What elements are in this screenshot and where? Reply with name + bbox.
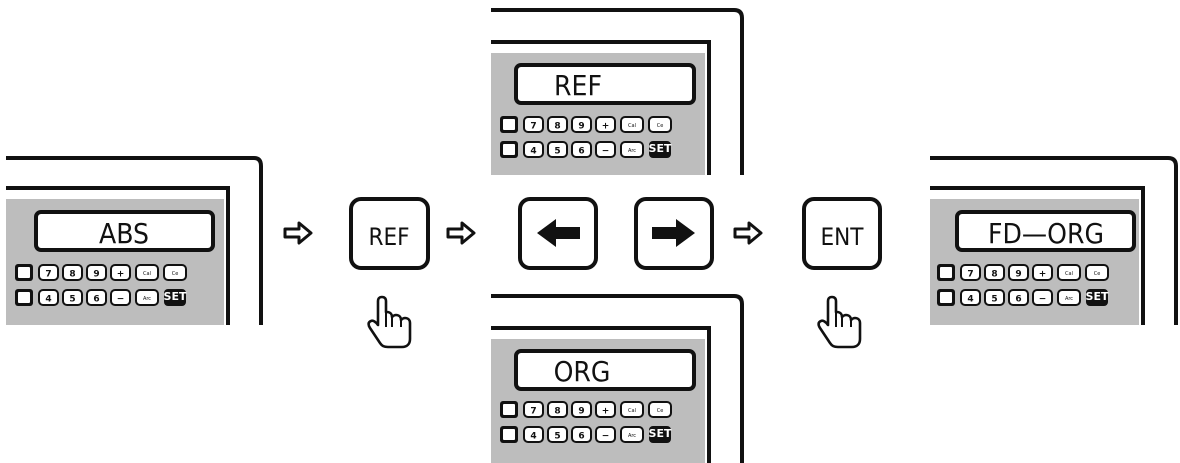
keypad-key-label: Arc (1065, 296, 1073, 302)
arrow-right-icon (652, 219, 695, 247)
keypad-key-label: 9 (578, 122, 584, 132)
keypad-key-label: − (117, 295, 125, 305)
keypad-key-label: 5 (69, 295, 75, 305)
keypad-key-label: Cal (143, 271, 151, 277)
keypad-key-label: 7 (530, 122, 536, 132)
ref-button[interactable]: REF (349, 197, 430, 270)
pointing-hand-icon (367, 295, 412, 349)
display-screen (955, 210, 1136, 252)
arrow-left-icon (537, 219, 580, 247)
keypad-key-label: 5 (554, 147, 560, 157)
keypad-key-label: + (602, 122, 610, 132)
keypad-key-label: 8 (554, 122, 560, 132)
flow-arrow-icon (733, 221, 763, 245)
keypad-key-label: 9 (93, 270, 99, 280)
keypad-key-label: 7 (967, 270, 973, 280)
display-text: REF (554, 69, 602, 102)
keypad-key-label: 7 (530, 407, 536, 417)
keypad-key-label: Cal (628, 408, 636, 414)
keypad-key-label: X (505, 404, 514, 417)
keypad-key-label: 6 (578, 432, 584, 442)
keypad-key-label: Y (504, 429, 514, 442)
keypad-key-label: Cal (1065, 271, 1073, 277)
keypad-key-label: Y (19, 292, 29, 305)
right-arrow-button[interactable] (634, 197, 714, 270)
keypad-key-label: 4 (45, 295, 51, 305)
flow-arrow-icon (283, 221, 313, 245)
keypad-key-label: 8 (69, 270, 75, 280)
keypad-key-label: 5 (991, 295, 997, 305)
display-screen (514, 349, 696, 391)
keypad-key-label: SET (649, 427, 672, 440)
keypad-key-label: Ce (1094, 271, 1101, 277)
panel-org: ORG (491, 294, 744, 463)
panel-fd-org: FD—ORG (930, 156, 1178, 325)
display-screen (514, 63, 696, 105)
flow-arrow-icon (446, 221, 476, 245)
panel-abs: ABS (6, 156, 263, 325)
display-text: ORG (554, 355, 611, 388)
keypad-key-label: X (942, 267, 951, 280)
ent-button[interactable]: ENT (802, 197, 882, 270)
keypad-key-label: Ce (172, 271, 179, 277)
keypad-key-label: Arc (628, 433, 636, 439)
keypad-key-label: + (602, 407, 610, 417)
keypad-key-label: + (117, 270, 125, 280)
keypad-key-label: X (505, 119, 514, 132)
keypad-key-label: − (1039, 295, 1047, 305)
keypad-key-label: SET (164, 290, 187, 303)
keypad-key-label: 6 (578, 147, 584, 157)
ref-button-label: REF (368, 223, 409, 251)
display-text: FD—ORG (988, 217, 1104, 250)
display-screen (34, 210, 215, 252)
ent-button-label: ENT (821, 223, 865, 251)
keypad-key-label: Ce (657, 123, 664, 129)
pointing-hand-icon (817, 295, 862, 349)
keypad-key-label: 6 (93, 295, 99, 305)
keypad-key-label: 4 (967, 295, 973, 305)
keypad-key-label: Arc (628, 148, 636, 154)
keypad-key-label: + (1039, 270, 1047, 280)
keypad-key-label: X (20, 267, 29, 280)
keypad-key-label: Y (504, 144, 514, 157)
keypad-key-label: 9 (578, 407, 584, 417)
panel-ref: REF (491, 8, 744, 175)
keypad-key-label: Cal (628, 123, 636, 129)
keypad-key-label: SET (649, 142, 672, 155)
display-text: ABS (99, 217, 149, 250)
keypad-key-label: 9 (1015, 270, 1021, 280)
keypad-key-label: 8 (554, 407, 560, 417)
keypad-key-label: Ce (657, 408, 664, 414)
keypad-key-label: 8 (991, 270, 997, 280)
keypad-key-label: − (602, 147, 610, 157)
keypad-key-label: 5 (554, 432, 560, 442)
left-arrow-button[interactable] (518, 197, 598, 270)
keypad-key-label: Arc (143, 296, 151, 302)
keypad-key-label: 4 (530, 432, 536, 442)
keypad-key-label: SET (1086, 290, 1109, 303)
keypad-key-label: 4 (530, 147, 536, 157)
keypad-key-label: − (602, 432, 610, 442)
keypad-key-label: Y (941, 292, 951, 305)
keypad-key-label: 7 (45, 270, 51, 280)
keypad-key-label: 6 (1015, 295, 1021, 305)
